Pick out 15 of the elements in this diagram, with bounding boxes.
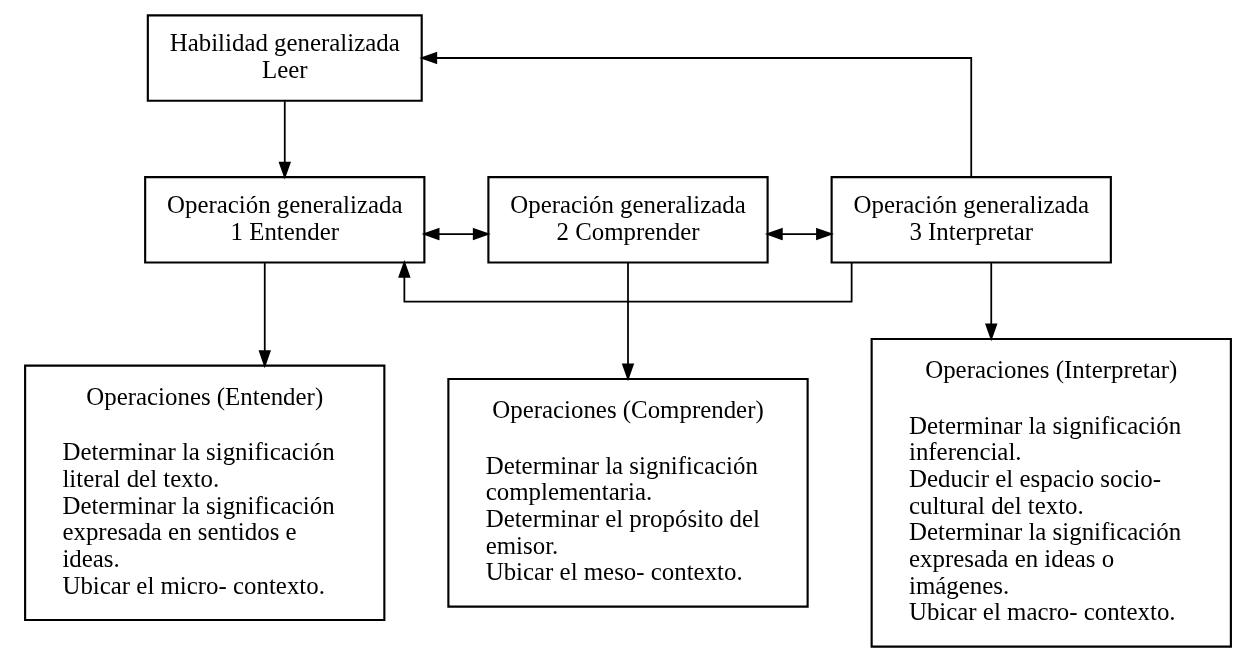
arrow [419,51,973,178]
arrow [398,259,853,303]
node-box: Operaciones (Interpretar) Determinar la significación inferencial. Deducir el espacio socio-cultural del texto. Determinar la significación expresada en ideas o imágenes. Ubicar el macro- contexto. [870,337,1232,648]
node-box: Operación generalizada 1 Entender [144,176,426,264]
arrow [258,262,271,369]
arrow [764,227,834,241]
arrow [621,262,635,382]
arrow [421,227,491,241]
node-box: Operaciones (Entender) Determinar la significación literal del texto. Determinar la significación expresada en sentidos e ideas. Ubicar el micro- contexto. [24,364,386,622]
arrow [278,100,291,180]
node-box: Operación generalizada 2 Comprender [487,176,769,264]
node-box: Habilidad generalizada Leer [146,14,423,102]
node-box: Operaciones (Comprender) Determinar la significación complementaria. Determinar el propósito del emisor. Ubicar el meso- contexto. [447,377,809,608]
arrow [985,262,998,342]
node-box: Operación generalizada 3 Interpretar [830,176,1112,264]
